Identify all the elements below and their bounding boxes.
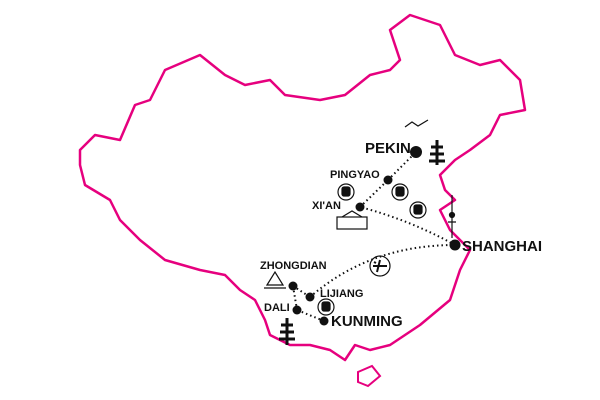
city-label-dali: DALI: [264, 302, 290, 314]
dot-dali: [292, 305, 302, 315]
hainan-island: [357, 364, 382, 388]
route-xian-pingyao: [359, 179, 389, 208]
city-label-xian: XI'AN: [312, 200, 341, 212]
city-label-zhongdian: ZHONGDIAN: [260, 260, 327, 272]
city-label-kunming: KUNMING: [331, 313, 403, 330]
dot-pekin: [410, 146, 422, 158]
train-icon: [337, 183, 355, 201]
train-icon: [391, 183, 409, 201]
city-label-pekin: PEKIN: [365, 140, 411, 157]
city-dots: [288, 146, 461, 326]
route-zhongdian-lijiang: [292, 285, 311, 298]
dot-pingyao: [383, 175, 393, 185]
great-wall-icon: [404, 119, 429, 128]
dot-kunming: [319, 316, 329, 326]
dot-shanghai: [449, 239, 461, 251]
route-lijiang-shanghai: [309, 244, 456, 298]
route-kunming-dali: [296, 309, 325, 322]
train-icon: [409, 201, 427, 219]
tv-tower-icon: [448, 195, 456, 238]
train-icon: [317, 298, 335, 316]
city-gate-icon: [336, 210, 368, 230]
pagoda-icon: [279, 318, 295, 345]
route-pingyao-pekin: [387, 151, 417, 181]
routes: [292, 151, 456, 322]
city-label-shanghai: SHANGHAI: [462, 238, 543, 255]
city-label-lijiang: LIJIANG: [320, 288, 364, 300]
pagoda-icon: [429, 140, 445, 165]
stupa-icon: [264, 270, 286, 289]
city-label-pingyao: PINGYAO: [330, 169, 380, 181]
dot-zhongdian: [288, 281, 298, 291]
dot-xian: [355, 202, 365, 212]
dot-lijiang: [305, 292, 315, 302]
plane-icon: [369, 255, 391, 277]
china-border: [78, 13, 527, 362]
